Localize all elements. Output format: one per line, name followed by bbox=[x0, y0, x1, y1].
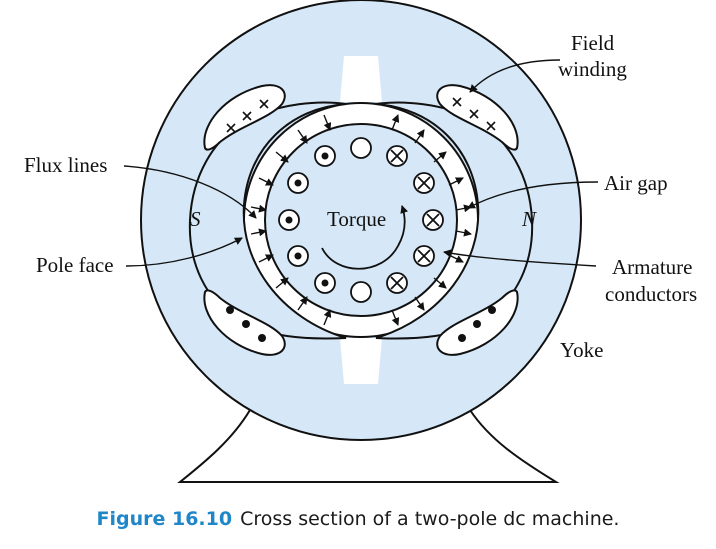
leader-flux-lines bbox=[123, 165, 257, 219]
conductor-cross bbox=[422, 209, 444, 231]
figure-caption-text: Cross section of a two-pole dc machine. bbox=[240, 508, 620, 530]
conductor-empty bbox=[350, 137, 372, 159]
label-torque: Torque bbox=[327, 207, 386, 231]
conductor-dot bbox=[278, 209, 300, 231]
conductor-cross bbox=[413, 245, 435, 267]
leader-air-gap bbox=[467, 181, 599, 209]
label-field-winding-2: winding bbox=[558, 57, 627, 81]
leader-field-winding bbox=[469, 59, 561, 93]
interpole-gap-top bbox=[340, 56, 382, 102]
leader-pole-face bbox=[125, 237, 243, 267]
label-armature-1: Armature bbox=[612, 255, 692, 279]
conductor-cross bbox=[386, 145, 408, 167]
label-flux-lines: Flux lines bbox=[24, 153, 107, 177]
label-yoke: Yoke bbox=[560, 338, 603, 362]
interpole-gap-bottom bbox=[340, 338, 382, 384]
winding-crosses bbox=[226, 97, 496, 133]
label-field-winding-1: Field bbox=[571, 31, 615, 55]
label-armature-2: conductors bbox=[605, 282, 697, 306]
label-air-gap: Air gap bbox=[604, 171, 668, 195]
conductor-cross bbox=[413, 172, 435, 194]
conductor-empty bbox=[350, 281, 372, 303]
torque-arrow bbox=[321, 205, 409, 270]
leader-armature bbox=[443, 249, 597, 267]
label-pole-n: N bbox=[521, 207, 537, 231]
winding-dots bbox=[226, 306, 496, 342]
label-pole-face: Pole face bbox=[36, 253, 114, 277]
conductor-dot bbox=[287, 172, 309, 194]
label-pole-s: S bbox=[190, 207, 201, 231]
flux-arrows bbox=[250, 114, 472, 326]
conductor-dot bbox=[314, 272, 336, 294]
conductor-cross bbox=[386, 272, 408, 294]
armature-conductors bbox=[278, 137, 444, 303]
figure-caption: Figure 16.10 Cross section of a two-pole … bbox=[0, 508, 716, 530]
conductor-dot bbox=[314, 145, 336, 167]
conductor-dot bbox=[287, 245, 309, 267]
figure-number: Figure 16.10 bbox=[96, 508, 233, 530]
leader-lines bbox=[123, 59, 599, 267]
armature bbox=[264, 123, 458, 317]
